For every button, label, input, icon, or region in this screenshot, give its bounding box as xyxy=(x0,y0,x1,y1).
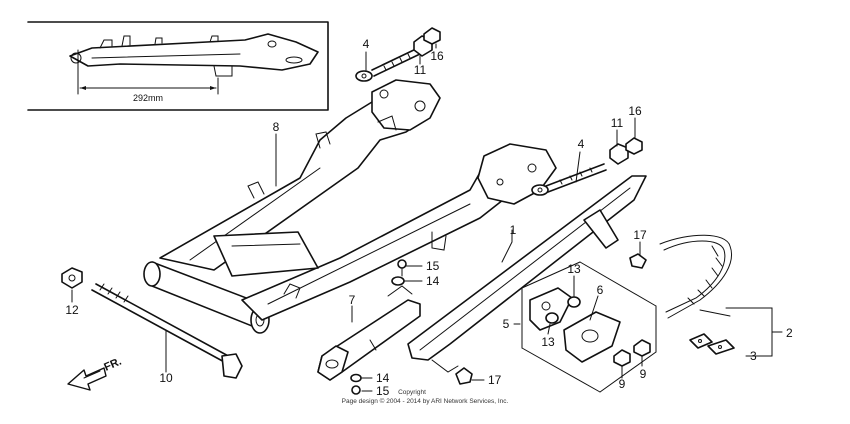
callout-6: 6 xyxy=(597,283,604,297)
copyright-line-2: Page design © 2004 - 2014 by ARI Network… xyxy=(342,397,509,405)
pivot-nut xyxy=(61,267,83,289)
bolt-15-upper xyxy=(397,259,407,277)
guide-plate xyxy=(529,287,573,331)
collar-lower xyxy=(545,312,559,324)
callout-17-upper: 17 xyxy=(633,228,647,242)
callout-labels: 4 11 16 4 11 16 8 1 17 15 14 12 10 7 14 … xyxy=(65,37,793,398)
callout-8: 8 xyxy=(273,120,280,134)
bolt-17-upper xyxy=(629,253,647,269)
copyright-notice: Copyright Page design © 2004 - 2014 by A… xyxy=(342,389,509,405)
callout-10: 10 xyxy=(159,371,173,385)
pivot-bolt xyxy=(91,283,243,379)
callout-5: 5 xyxy=(503,317,510,331)
callout-15-upper: 15 xyxy=(426,259,440,273)
callout-14-upper: 14 xyxy=(426,274,440,288)
grommet-14-lower xyxy=(350,373,362,383)
slider-guide-box xyxy=(521,261,657,393)
grommet-14-upper xyxy=(391,276,405,286)
front-direction-arrow: FR. xyxy=(67,356,123,391)
adjuster-nut-left xyxy=(413,27,441,57)
guide-bolt-right xyxy=(633,339,651,357)
callout-13-lower: 13 xyxy=(541,335,555,349)
chain-adjuster-right xyxy=(531,163,607,196)
drive-chain xyxy=(659,234,732,319)
callout-12: 12 xyxy=(65,303,79,317)
callout-14-lower: 14 xyxy=(376,371,390,385)
callout-2: 2 xyxy=(786,326,793,340)
adjuster-nut-right xyxy=(609,137,643,165)
chain-adjuster-left xyxy=(355,47,421,82)
inset-dimension-label: 292mm xyxy=(133,93,163,103)
bolt-17-lower xyxy=(455,367,473,385)
callout-16-right: 16 xyxy=(628,104,642,118)
inset-detail: 292mm xyxy=(27,21,329,111)
chain-slider xyxy=(317,285,421,381)
callout-4-right: 4 xyxy=(578,137,585,151)
callout-11-left: 11 xyxy=(414,63,427,77)
callout-1: 1 xyxy=(510,223,517,237)
slider-guide xyxy=(563,311,621,363)
bolt-15-lower xyxy=(351,385,361,395)
callout-16-left: 16 xyxy=(430,49,444,63)
callout-4-left: 4 xyxy=(363,37,370,51)
callout-15-lower: 15 xyxy=(376,384,390,398)
callout-9-left: 9 xyxy=(619,377,626,391)
copyright-line-1: Copyright xyxy=(398,389,426,396)
chain-case xyxy=(407,175,647,373)
callout-7: 7 xyxy=(349,293,356,307)
callout-9-right: 9 xyxy=(640,367,647,381)
collar-upper xyxy=(567,296,581,308)
callout-11-right: 11 xyxy=(611,116,624,130)
chain-joint xyxy=(689,333,735,355)
callout-17-lower: 17 xyxy=(488,373,502,387)
callout-13-upper: 13 xyxy=(567,262,581,276)
leader-lines xyxy=(71,43,783,392)
front-direction-label: FR. xyxy=(102,356,123,374)
callout-3: 3 xyxy=(750,349,757,363)
